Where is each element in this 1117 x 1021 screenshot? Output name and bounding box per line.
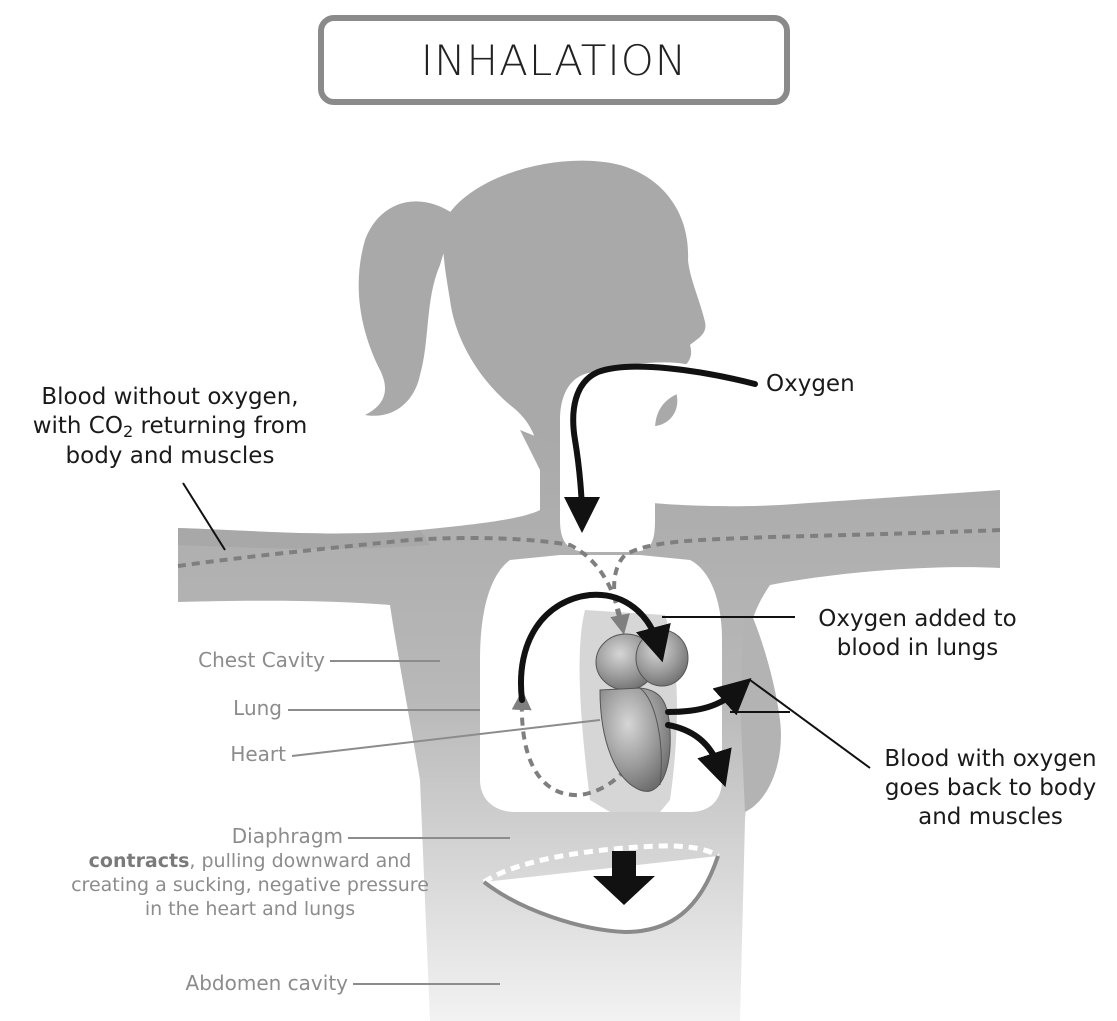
oxygen-label: Oxygen <box>766 370 855 399</box>
co2-prefix: with CO <box>33 413 123 439</box>
blood-without-oxygen-line2: with CO2 returning from <box>20 412 320 442</box>
abdomen-cavity-label: Abdomen cavity <box>120 971 348 996</box>
oxygen-added-label: Oxygen added to blood in lungs <box>800 605 1035 663</box>
oxygen-added-line2: blood in lungs <box>800 634 1035 663</box>
blood-with-oxygen-label: Blood with oxygen goes back to body and … <box>868 745 1113 831</box>
diaphragm-desc-line3: in the heart and lungs <box>40 898 460 922</box>
blood-with-oxygen-line2: goes back to body <box>868 774 1113 803</box>
blood-with-oxygen-line3: and muscles <box>868 803 1113 832</box>
diaphragm-label: Diaphragm <box>130 824 343 849</box>
diaphragm-desc-line2: creating a sucking, negative pressure <box>40 874 460 898</box>
heart-label: Heart <box>130 742 286 767</box>
oxygen-added-line1: Oxygen added to <box>800 605 1035 634</box>
blood-without-oxygen-line1: Blood without oxygen, <box>20 383 320 412</box>
contracts-emphasis: contracts <box>89 850 190 872</box>
blood-without-oxygen-label: Blood without oxygen, with CO2 returning… <box>20 383 320 471</box>
diaphragm-description: contracts, pulling downward and creating… <box>40 850 460 921</box>
co2-subscript: 2 <box>123 422 133 441</box>
chest-cavity-label: Chest Cavity <box>130 648 325 673</box>
title-box: INHALATION <box>318 15 790 105</box>
diagram-title: INHALATION <box>421 36 687 85</box>
lung-label: Lung <box>130 696 282 721</box>
diaphragm-desc-line1-rest: , pulling downward and <box>189 850 411 872</box>
blood-with-oxygen-line1: Blood with oxygen <box>868 745 1113 774</box>
diaphragm-desc-line1: contracts, pulling downward and <box>40 850 460 874</box>
co2-suffix: returning from <box>133 413 307 439</box>
blood-without-oxygen-line3: body and muscles <box>20 442 320 471</box>
